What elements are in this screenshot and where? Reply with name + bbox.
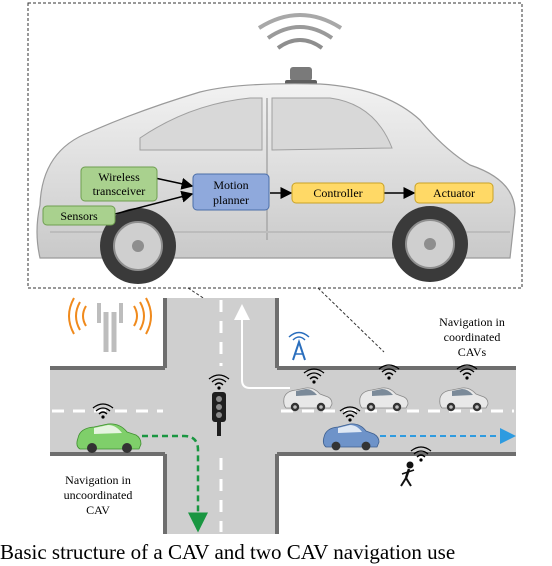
motion-label-line1: Motion [213, 178, 248, 192]
coordinated-label: Navigation in coordinated CAVs [439, 315, 505, 359]
uncoordinated-label-line3: CAV [86, 503, 110, 517]
turn-arrow [234, 304, 290, 389]
wireless-label-line2: transceiver [93, 184, 146, 198]
lidar-sensor [290, 67, 312, 81]
controller-block: Controller [291, 182, 385, 204]
autonomous-car-illustration [36, 13, 516, 284]
actuator-block: Actuator [414, 182, 494, 204]
wireless-transceiver-block: Wireless transceiver [80, 166, 158, 202]
actuator-label: Actuator [433, 186, 475, 200]
figure-caption: Basic structure of a CAV and two CAV nav… [0, 540, 456, 564]
coordinated-label-line1: Navigation in [439, 315, 505, 329]
zoom-callout-right [317, 287, 385, 353]
coordinated-label-line2: coordinated [444, 330, 501, 344]
motion-label-line2: planner [213, 193, 249, 207]
controller-label: Controller [313, 186, 362, 200]
wireless-label-line1: Wireless [98, 170, 140, 184]
green-car [76, 403, 142, 453]
zoom-frame [27, 2, 523, 289]
arrow-sensors-to-motion [114, 190, 194, 215]
motion-planner-block: Motion planner [192, 173, 270, 211]
blue-car [322, 406, 380, 451]
arrow-wireless-to-motion [154, 177, 194, 190]
cell-tower-icon [68, 297, 152, 352]
coordinated-label-line3: CAVs [458, 345, 487, 359]
uncoordinated-label-line1: Navigation in [65, 473, 131, 487]
green-path-arrow [142, 434, 208, 533]
sensors-label: Sensors [60, 209, 98, 223]
sensors-block: Sensors [42, 205, 116, 226]
pedestrian-icon [400, 446, 432, 487]
uncoordinated-label-line2: uncoordinated [64, 488, 133, 502]
uncoordinated-label: Navigation in uncoordinated CAV [64, 473, 133, 517]
traffic-light-icon [208, 374, 230, 436]
roof-wifi-icon [257, 13, 343, 50]
roadside-unit-icon [288, 331, 310, 361]
